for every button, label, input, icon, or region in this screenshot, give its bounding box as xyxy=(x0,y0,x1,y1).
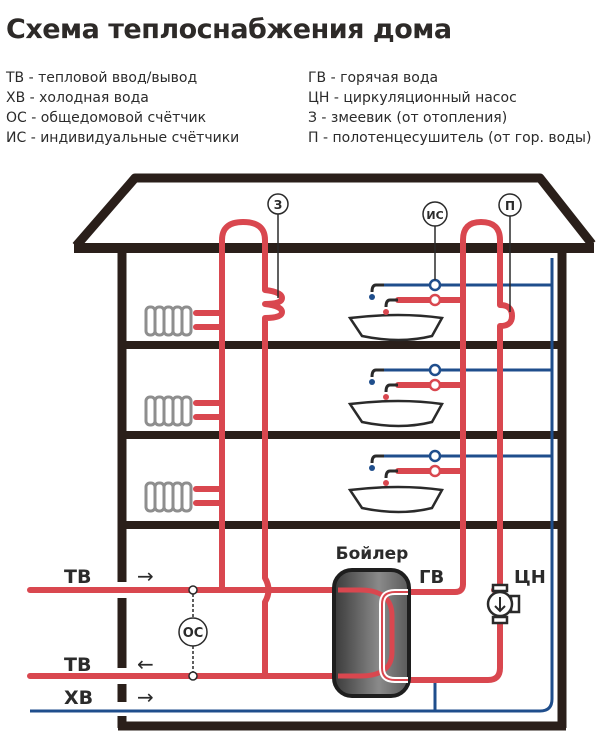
legend-right: ГВ - горячая вода ЦН - циркуляционный на… xyxy=(308,68,591,148)
p-label: П xyxy=(505,199,515,213)
gv-label: ГВ xyxy=(419,567,444,588)
radiators xyxy=(144,305,193,513)
legend-item: П - полотенцесушитель (от гор. воды) xyxy=(308,130,592,146)
radiator xyxy=(144,395,193,427)
is-label: ИС xyxy=(426,209,443,222)
house-structure xyxy=(72,173,596,731)
callouts xyxy=(178,193,522,681)
meter-marker-is xyxy=(422,201,448,227)
sink-floor-1 xyxy=(347,449,444,514)
legend-item: ТВ - тепловой ввод/вывод xyxy=(6,70,198,86)
coil-marker xyxy=(267,193,289,215)
arrow-left-icon: ← xyxy=(137,652,154,676)
radiator xyxy=(144,305,193,337)
xv-label: ХВ xyxy=(64,687,93,709)
sink-floor-3 xyxy=(347,278,444,342)
coil-label: З xyxy=(274,198,283,212)
sinks xyxy=(347,278,444,514)
radiator xyxy=(144,481,193,513)
hot-pipes xyxy=(27,219,515,683)
sink-floor-2 xyxy=(347,363,444,428)
tv-in-label: ТВ xyxy=(64,566,91,588)
legend-left: ТВ - тепловой ввод/вывод ХВ - холодная в… xyxy=(6,68,239,148)
cold-water-pipes xyxy=(30,258,554,713)
meter-oc xyxy=(178,617,208,647)
legend-item: ГВ - горячая вода xyxy=(308,70,439,86)
roof xyxy=(72,173,596,249)
legend-item: ИС - индивидуальные счётчики xyxy=(6,130,240,146)
legend-item: З - змеевик (от отопления) xyxy=(308,110,508,126)
arrow-right-icon: → xyxy=(137,564,154,588)
arrow-right-icon: → xyxy=(137,685,154,709)
legend-item: ХВ - холодная вода xyxy=(6,90,149,106)
cn-label: ЦН xyxy=(514,567,546,588)
boiler-label: Бойлер xyxy=(336,544,409,564)
tv-out-label: ТВ xyxy=(64,654,91,676)
oc-label: ОС xyxy=(183,626,204,641)
circulation-pump xyxy=(486,583,521,625)
legend-item: ЦН - циркуляционный насос xyxy=(308,90,517,106)
legend-item: ОС - общедомовой счётчик xyxy=(6,110,207,126)
page-title: Схема теплоснабжения дома xyxy=(6,14,452,45)
towel-dryer-marker xyxy=(498,193,522,217)
